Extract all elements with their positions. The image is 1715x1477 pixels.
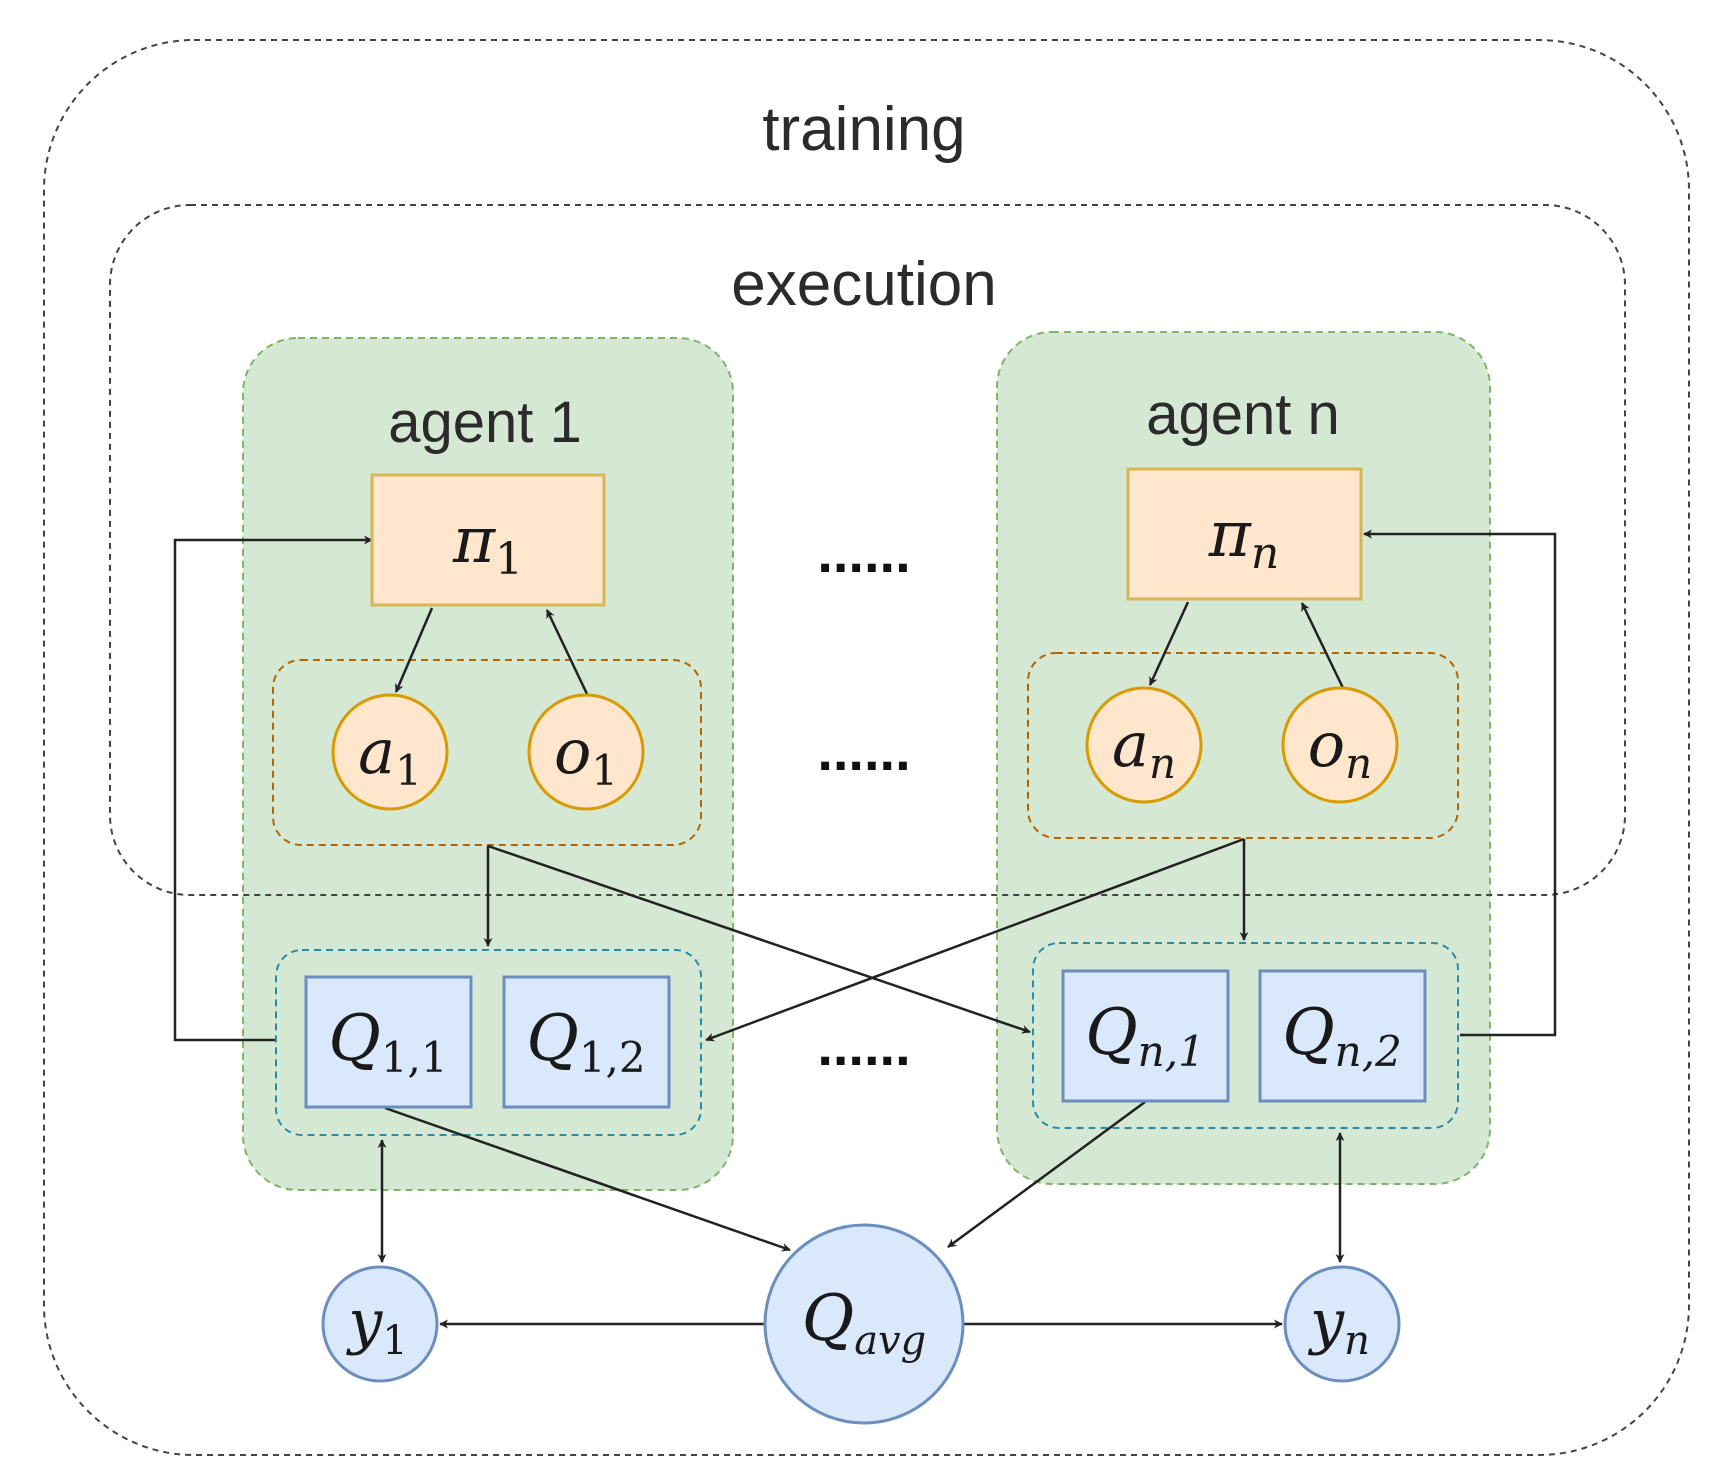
y-node-n: yn: [1283, 1265, 1401, 1383]
agent-n-q-group: [1032, 942, 1459, 1129]
policy-node-n: πn: [1126, 467, 1363, 601]
agent-1-q-group: [275, 949, 702, 1136]
y-node-1: y1: [321, 1265, 439, 1383]
svg-text:on: on: [1308, 708, 1372, 788]
svg-text:yn: yn: [1307, 1287, 1370, 1364]
agent-1-obs-action-group: [272, 659, 702, 846]
svg-text:o1: o1: [554, 715, 618, 795]
action-node-1: a1: [331, 693, 449, 811]
observation-node-1: o1: [527, 693, 645, 811]
svg-text:πn: πn: [1208, 498, 1279, 579]
ellipsis-policies: ......: [817, 521, 910, 584]
training-region: [43, 39, 1690, 1456]
q-node-1-2: Q1,2: [502, 975, 671, 1109]
policy-node-1: π1: [370, 473, 606, 607]
svg-text:a1: a1: [358, 715, 422, 795]
svg-text:an: an: [1112, 708, 1176, 788]
q-avg-node: Qavg: [763, 1223, 965, 1425]
svg-text:Qavg: Qavg: [802, 1282, 927, 1364]
q-node-1-1: Q1,1: [304, 975, 473, 1109]
svg-text:y1: y1: [345, 1287, 407, 1364]
connectors: [173, 529, 1557, 1329]
agent-1-label: agent 1: [388, 390, 582, 455]
agent-n-label: agent n: [1146, 382, 1340, 447]
svg-text:Qn,1: Qn,1: [1085, 996, 1205, 1076]
svg-text:Q1,1: Q1,1: [328, 1002, 447, 1082]
training-label: training: [762, 95, 965, 164]
svg-text:Q1,2: Q1,2: [526, 1002, 645, 1082]
ellipsis-observations: ......: [817, 719, 910, 782]
action-node-n: an: [1085, 686, 1203, 804]
svg-text:π1: π1: [452, 504, 523, 585]
observation-node-n: on: [1281, 686, 1399, 804]
q-node-n-1: Qn,1: [1061, 969, 1230, 1103]
agent-n-obs-action-group: [1027, 652, 1459, 839]
ellipsis-q-functions: ......: [817, 1014, 910, 1077]
svg-text:Qn,2: Qn,2: [1282, 996, 1402, 1076]
q-node-n-2: Qn,2: [1258, 969, 1427, 1103]
execution-label: execution: [731, 250, 996, 319]
